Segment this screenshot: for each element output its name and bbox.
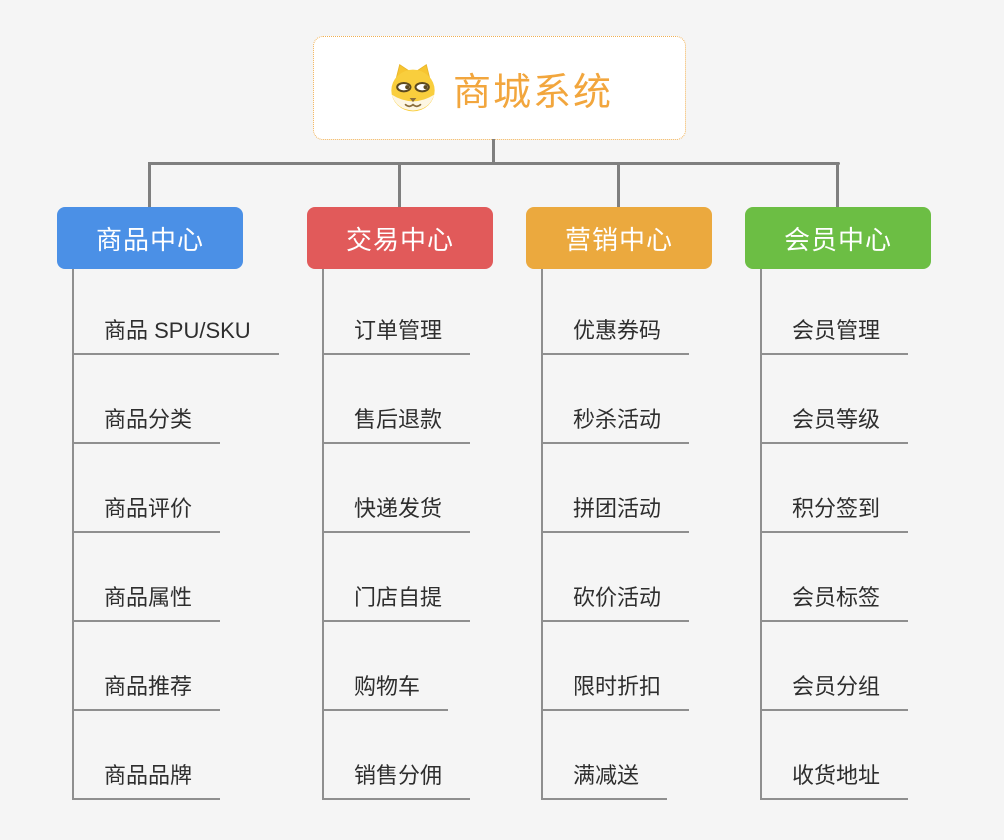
branch-node-marketing-center[interactable]: 营销中心 <box>526 207 712 269</box>
leaf-node[interactable]: 商品 SPU/SKU <box>74 269 279 355</box>
leaf-node[interactable]: 售后退款 <box>324 355 471 444</box>
branch-node-member-center[interactable]: 会员中心 <box>745 207 931 269</box>
leaf-node[interactable]: 秒杀活动 <box>543 355 690 444</box>
leaf-node[interactable]: 购物车 <box>324 622 449 711</box>
leaf-node[interactable]: 积分签到 <box>762 444 909 533</box>
leaf-node[interactable]: 商品属性 <box>74 533 221 622</box>
leaf-node[interactable]: 砍价活动 <box>543 533 690 622</box>
leaf-node[interactable]: 优惠券码 <box>543 269 690 355</box>
leaf-node[interactable]: 商品品牌 <box>74 711 221 800</box>
leaf-node[interactable]: 收货地址 <box>762 711 909 800</box>
branch-children-member-center: 会员管理 会员等级 积分签到 会员标签 会员分组 收货地址 <box>760 269 909 800</box>
connector-drop-marketing <box>617 162 620 208</box>
leaf-node[interactable]: 会员分组 <box>762 622 909 711</box>
leaf-node[interactable]: 会员标签 <box>762 533 909 622</box>
leaf-node[interactable]: 满减送 <box>543 711 668 800</box>
connector-horizontal-bus <box>148 162 840 165</box>
leaf-node[interactable]: 门店自提 <box>324 533 471 622</box>
branch-node-trade-center[interactable]: 交易中心 <box>307 207 493 269</box>
leaf-node[interactable]: 限时折扣 <box>543 622 690 711</box>
leaf-node[interactable]: 商品推荐 <box>74 622 221 711</box>
leaf-node[interactable]: 会员管理 <box>762 269 909 355</box>
branch-children-product-center: 商品 SPU/SKU 商品分类 商品评价 商品属性 商品推荐 商品品牌 <box>72 269 279 800</box>
connector-drop-product <box>148 162 151 208</box>
root-node[interactable]: 商城系统 <box>313 36 686 140</box>
leaf-node[interactable]: 销售分佣 <box>324 711 471 800</box>
branch-children-marketing-center: 优惠券码 秒杀活动 拼团活动 砍价活动 限时折扣 满减送 <box>541 269 690 800</box>
branch-node-product-center[interactable]: 商品中心 <box>57 207 243 269</box>
leaf-node[interactable]: 商品评价 <box>74 444 221 533</box>
connector-root-stem <box>492 139 495 165</box>
leaf-node[interactable]: 订单管理 <box>324 269 471 355</box>
branch-children-trade-center: 订单管理 售后退款 快递发货 门店自提 购物车 销售分佣 <box>322 269 471 800</box>
leaf-node[interactable]: 会员等级 <box>762 355 909 444</box>
connector-drop-trade <box>398 162 401 208</box>
leaf-node[interactable]: 拼团活动 <box>543 444 690 533</box>
dog-mascot-icon <box>386 63 440 113</box>
leaf-node[interactable]: 商品分类 <box>74 355 221 444</box>
connector-drop-member <box>836 162 839 208</box>
leaf-node[interactable]: 快递发货 <box>324 444 471 533</box>
root-title: 商城系统 <box>452 71 613 114</box>
